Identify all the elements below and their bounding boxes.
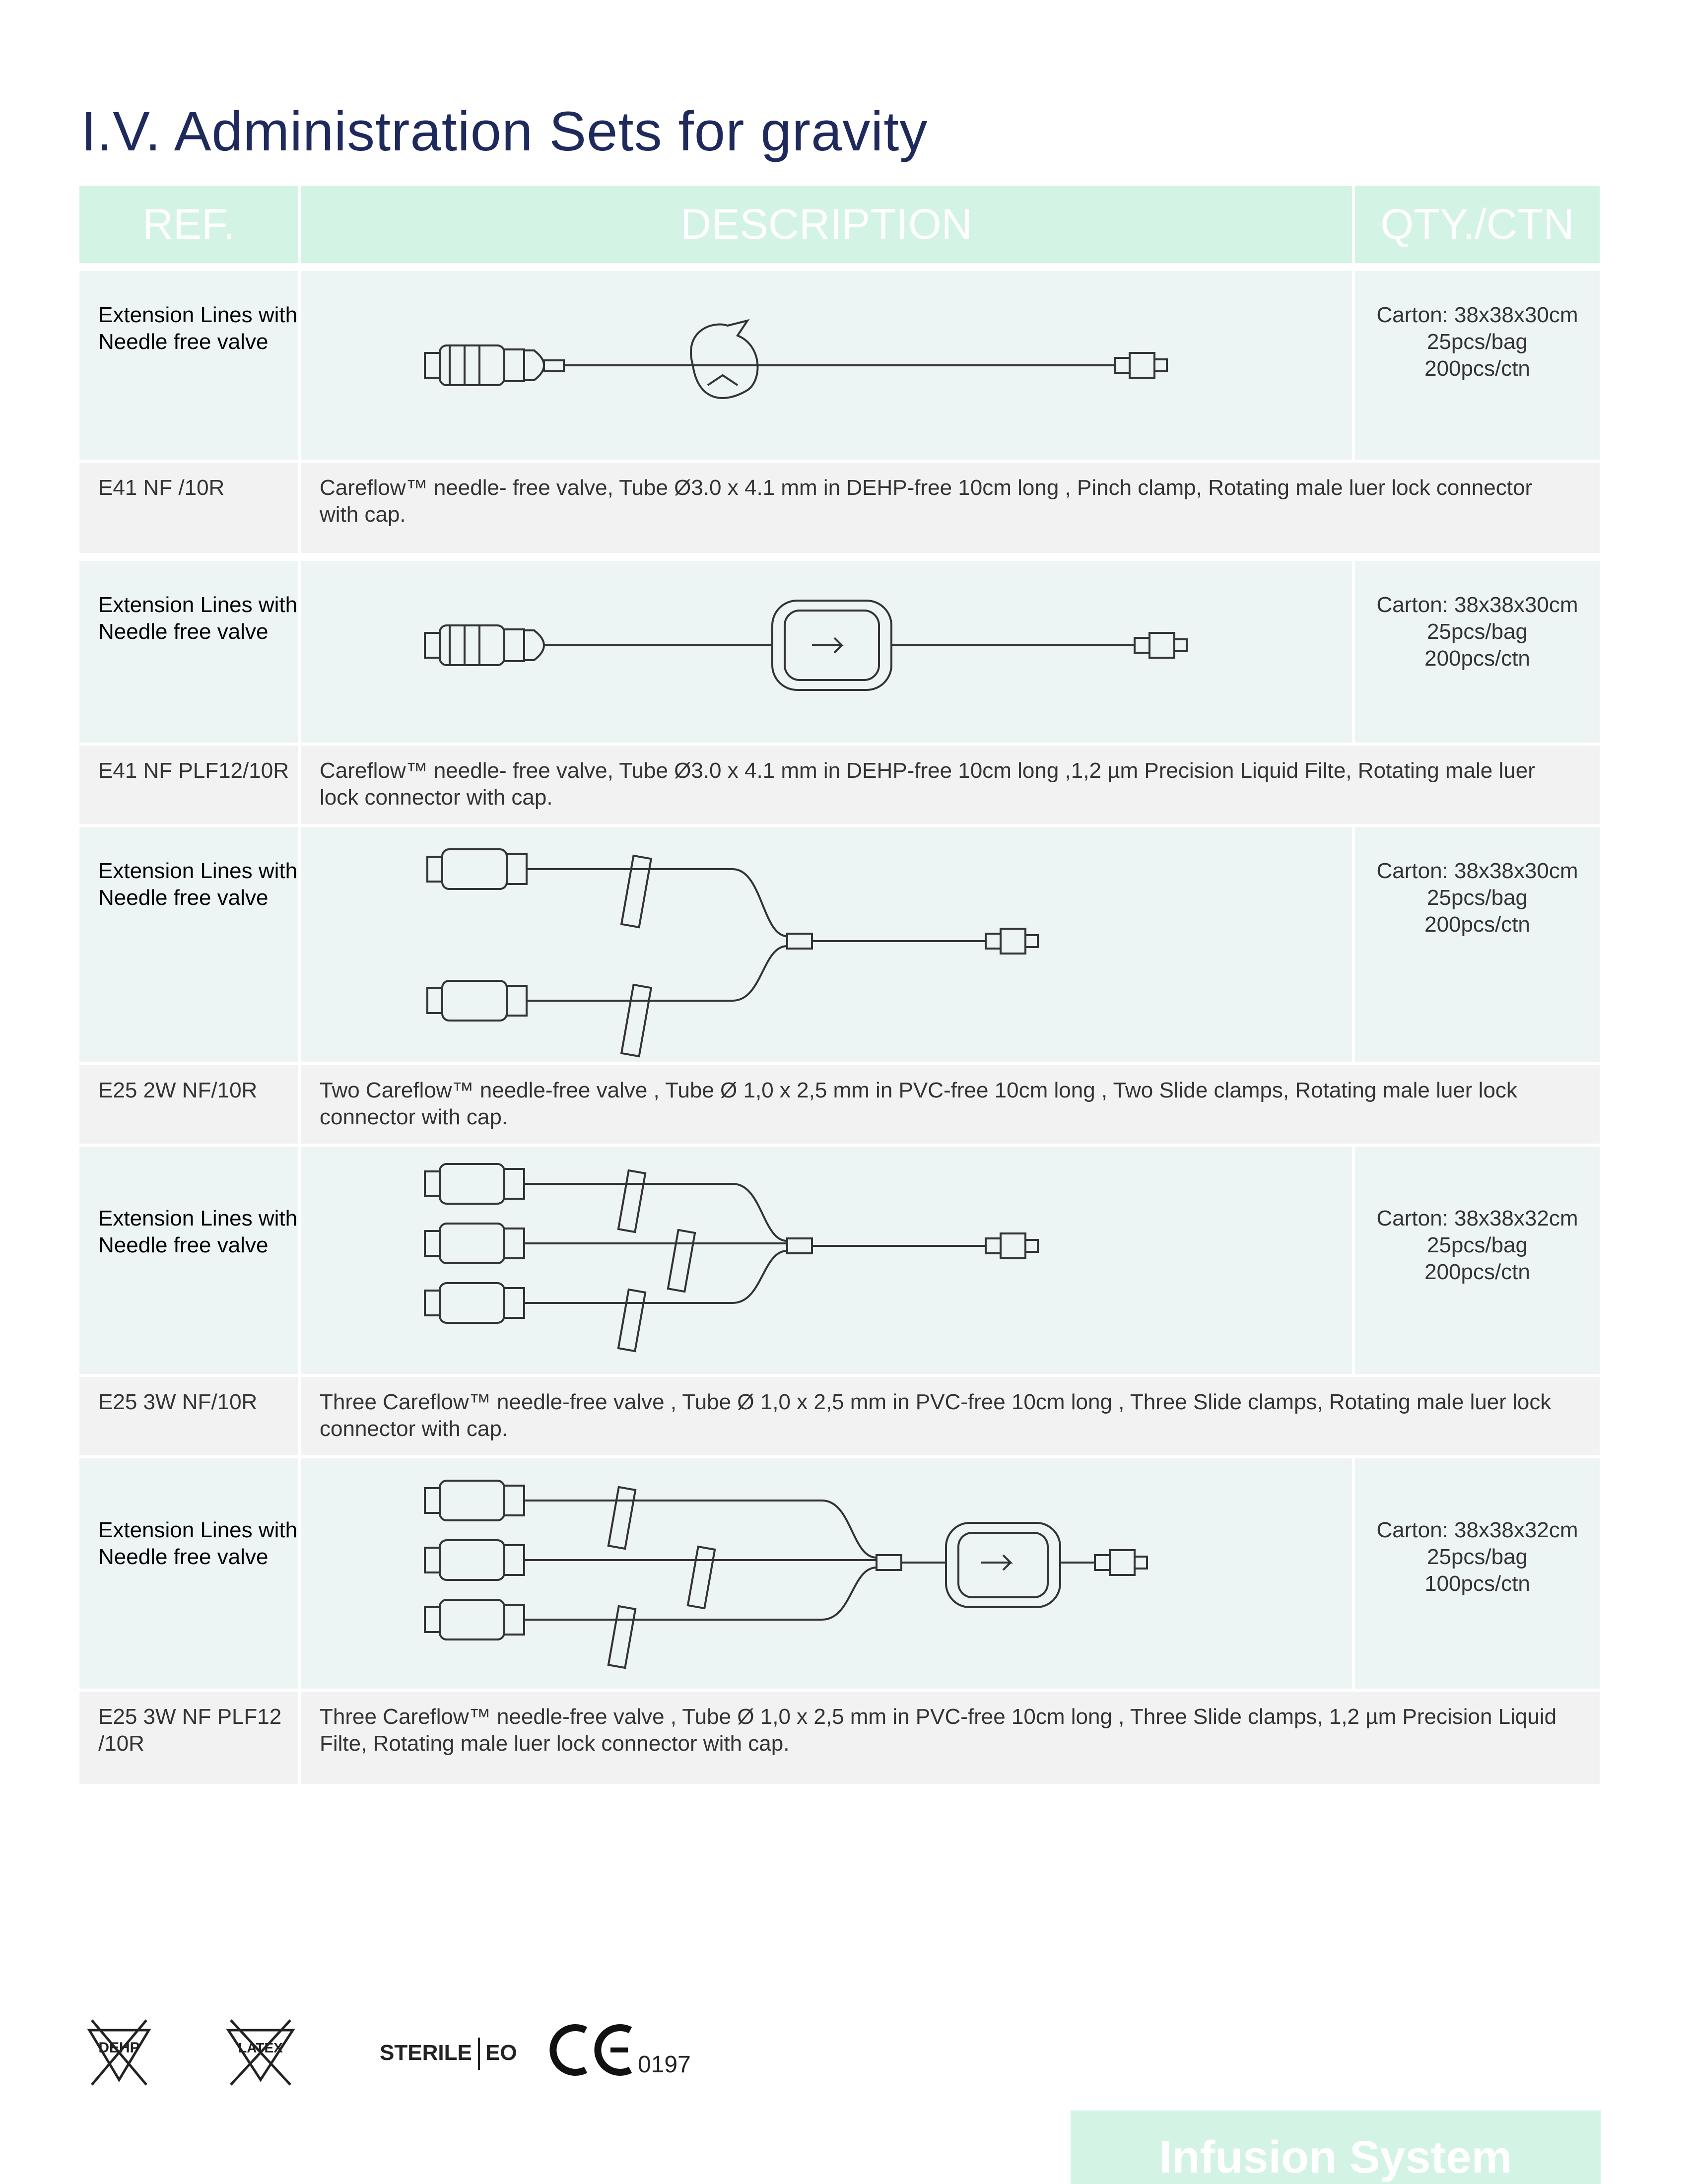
product-description: Three Careflow™ needle-free valve , Tube… [301, 1377, 1600, 1455]
pcs-per-bag: 25pcs/bag [1426, 619, 1528, 644]
product-description: Two Careflow™ needle-free valve , Tube Ø… [301, 1065, 1600, 1144]
product-name: Extension Lines with Needle free valve [79, 561, 301, 743]
product-ref: E25 3W NF/10R [79, 1377, 301, 1455]
product-ref: E25 2W NF/10R [79, 1065, 301, 1144]
header-description: DESCRIPTION [301, 186, 1355, 263]
carton-size: Carton: 38x38x30cm [1376, 303, 1578, 327]
extension-line-filter-drawing [424, 600, 1188, 691]
product-description-row: E25 3W NF PLF12 /10R Three Careflow™ nee… [79, 1692, 1600, 1784]
extension-line-pinch-clamp-drawing [424, 319, 1168, 399]
product-ref: E41 NF /10R [79, 463, 301, 553]
product-table: REF. DESCRIPTION QTY./CTN Extension Line… [79, 186, 1600, 1784]
product-qty: Carton: 38x38x30cm 25pcs/bag 200pcs/ctn [1355, 827, 1600, 1062]
product-description-row: E25 2W NF/10R Two Careflow™ needle-free … [79, 1065, 1600, 1144]
product-image-row: Extension Lines with Needle free valve [79, 1147, 1600, 1374]
product-name: Extension Lines with Needle free valve [79, 827, 301, 1062]
product-qty: Carton: 38x38x32cm 25pcs/bag 100pcs/ctn [1355, 1458, 1600, 1689]
three-way-filter-extension-line-drawing [424, 1480, 1148, 1669]
product-name: Extension Lines with Needle free valve [79, 1458, 301, 1689]
pcs-per-carton: 200pcs/ctn [1424, 1260, 1530, 1284]
product-illustration [301, 1147, 1355, 1374]
product-qty: Carton: 38x38x32cm 25pcs/bag 200pcs/ctn [1355, 1147, 1600, 1374]
product-description: Careflow™ needle- free valve, Tube Ø3.0 … [301, 463, 1600, 553]
pcs-per-carton: 200pcs/ctn [1424, 646, 1530, 671]
pcs-per-carton: 100pcs/ctn [1424, 1571, 1530, 1596]
sterile-eo-icon: STERILE EO [380, 2038, 517, 2070]
carton-size: Carton: 38x38x32cm [1376, 1518, 1578, 1542]
product-image-row: Extension Lines with Needle free valve [79, 1458, 1600, 1689]
pcs-per-bag: 25pcs/bag [1426, 1545, 1528, 1569]
product-name: Extension Lines with Needle free valve [79, 271, 301, 460]
product-qty: Carton: 38x38x30cm 25pcs/bag 200pcs/ctn [1355, 561, 1600, 743]
product-illustration [301, 271, 1355, 460]
three-way-extension-line-drawing [424, 1163, 1039, 1353]
pcs-per-carton: 200pcs/ctn [1424, 912, 1530, 937]
page-title: I.V. Administration Sets for gravity [81, 100, 928, 162]
product-ref: E25 3W NF PLF12 /10R [79, 1692, 301, 1784]
product-image-row: Extension Lines with Needle free valve C… [79, 827, 1600, 1062]
dehp-label: DEHP [98, 2040, 139, 2056]
product-qty: Carton: 38x38x30cm 25pcs/bag 200pcs/ctn [1355, 271, 1600, 460]
product-description-row: E25 3W NF/10R Three Careflow™ needle-fre… [79, 1377, 1600, 1455]
product-description: Three Careflow™ needle-free valve , Tube… [301, 1692, 1600, 1784]
product-illustration [301, 1458, 1355, 1689]
pcs-per-carton: 200pcs/ctn [1424, 356, 1530, 381]
dehp-free-icon: DEHP [87, 2019, 151, 2086]
product-ref: E41 NF PLF12/10R [79, 746, 301, 824]
product-illustration [301, 561, 1355, 743]
ce-mark-icon: 0197 [549, 2024, 691, 2078]
carton-size: Carton: 38x38x30cm [1376, 859, 1578, 883]
product-name: Extension Lines with Needle free valve [79, 1147, 301, 1374]
pcs-per-bag: 25pcs/bag [1426, 1233, 1528, 1257]
two-way-extension-line-drawing [426, 848, 1039, 1058]
product-image-row: Extension Lines with Needle free valve [79, 271, 1600, 460]
header-ref: REF. [79, 186, 301, 263]
product-description: Careflow™ needle- free valve, Tube Ø3.0 … [301, 746, 1600, 824]
pcs-per-bag: 25pcs/bag [1426, 330, 1528, 354]
eo-label: EO [485, 2041, 517, 2065]
product-description-row: E41 NF /10R Careflow™ needle- free valve… [79, 463, 1600, 553]
product-illustration [301, 827, 1355, 1062]
certification-symbols: DEHP LATEX STERILE EO 0197 [87, 2019, 691, 2086]
latex-label: LATEX [238, 2040, 283, 2055]
latex-free-icon: LATEX [226, 2019, 295, 2086]
product-image-row: Extension Lines with Needle free valve [79, 561, 1600, 743]
product-description-row: E41 NF PLF12/10R Careflow™ needle- free … [79, 746, 1600, 824]
sterile-label: STERILE [380, 2041, 472, 2065]
carton-size: Carton: 38x38x30cm [1376, 593, 1578, 617]
table-header: REF. DESCRIPTION QTY./CTN [79, 186, 1600, 263]
carton-size: Carton: 38x38x32cm [1376, 1206, 1578, 1230]
footer-banner: Infusion System [1071, 2111, 1601, 2184]
header-qty: QTY./CTN [1355, 186, 1600, 263]
ce-number: 0197 [638, 2051, 691, 2078]
pcs-per-bag: 25pcs/bag [1426, 886, 1528, 910]
